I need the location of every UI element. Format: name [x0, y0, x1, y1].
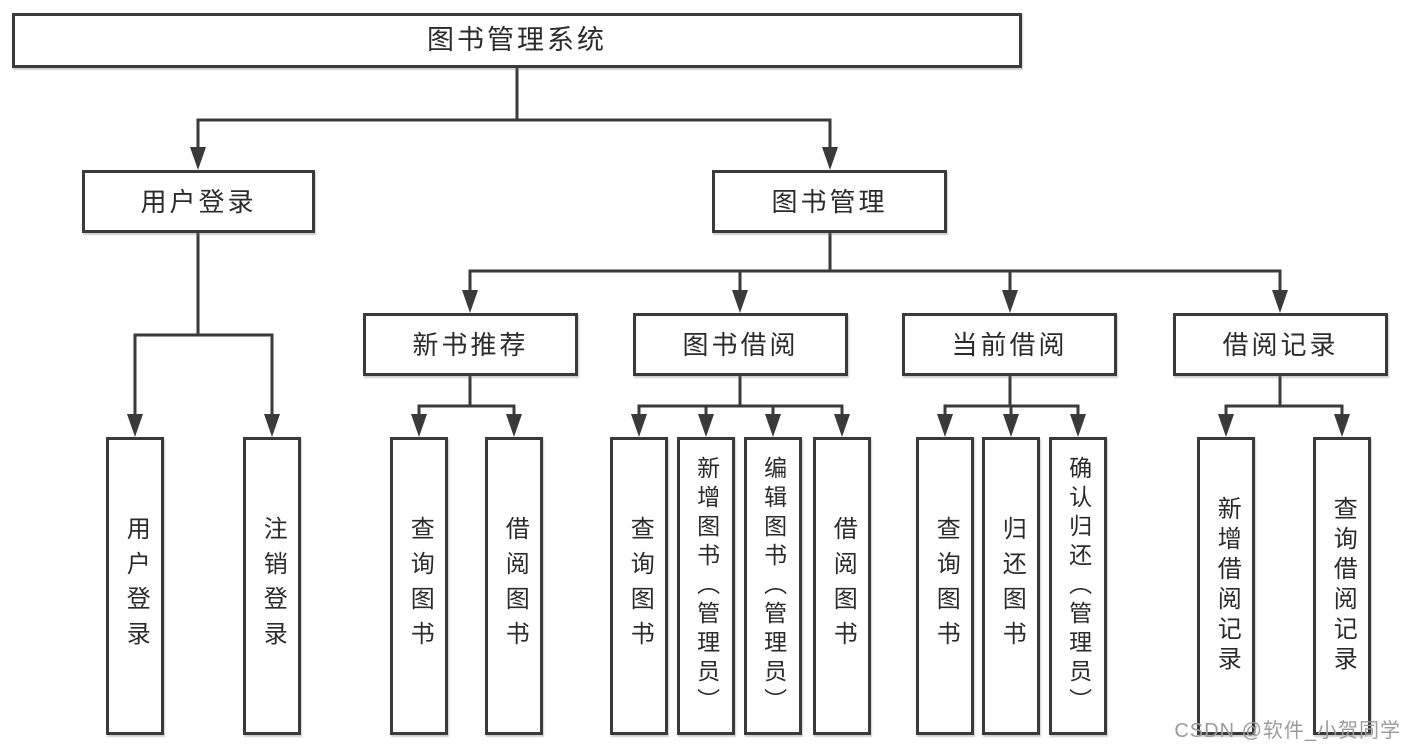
- leaf-edit-books-admin: 编辑图书（管理员）: [744, 437, 802, 735]
- node-borrow-records: 借阅记录: [1173, 313, 1388, 376]
- leaf-return-books: 归还图书: [982, 437, 1040, 735]
- leaf-borrow-books-2: 借阅图书: [813, 437, 871, 735]
- node-user-login-label: 用户登录: [140, 186, 257, 217]
- node-book-borrow: 图书借阅: [633, 313, 848, 376]
- node-current-borrow: 当前借阅: [902, 313, 1117, 376]
- leaf-add-borrow-record-label: 新增借阅记录: [1213, 496, 1241, 676]
- csdn-watermark: CSDN @软件_小贺同学: [1174, 720, 1401, 742]
- leaf-borrow-books-1: 借阅图书: [485, 437, 543, 735]
- node-new-book-recommend-label: 新书推荐: [412, 329, 529, 360]
- leaf-borrow-books-1-label: 借阅图书: [501, 516, 529, 656]
- leaf-add-books-admin-label: 新增图书（管理员）: [693, 455, 720, 717]
- leaf-confirm-return-admin-label: 确认归还（管理员）: [1065, 455, 1092, 717]
- leaf-query-books-3: 查询图书: [916, 437, 974, 735]
- node-book-borrow-label: 图书借阅: [682, 329, 799, 360]
- leaf-query-books-3-label: 查询图书: [932, 516, 960, 656]
- node-user-login: 用户登录: [82, 170, 315, 233]
- node-book-management: 图书管理: [712, 170, 947, 233]
- leaf-confirm-return-admin: 确认归还（管理员）: [1049, 437, 1107, 735]
- leaf-logout-label: 注销登录: [259, 516, 287, 656]
- leaf-user-login-label: 用户登录: [122, 516, 150, 656]
- node-root-label: 图书管理系统: [427, 25, 607, 55]
- node-new-book-recommend: 新书推荐: [363, 313, 578, 376]
- leaf-query-borrow-record-label: 查询借阅记录: [1329, 496, 1357, 676]
- node-borrow-records-label: 借阅记录: [1222, 329, 1339, 360]
- leaf-add-borrow-record: 新增借阅记录: [1197, 437, 1255, 735]
- node-book-management-label: 图书管理: [771, 186, 888, 217]
- node-current-borrow-label: 当前借阅: [951, 329, 1068, 360]
- leaf-edit-books-admin-label: 编辑图书（管理员）: [760, 455, 787, 717]
- leaf-query-books-2-label: 查询图书: [626, 516, 654, 656]
- leaf-query-books-2: 查询图书: [610, 437, 668, 735]
- leaf-query-books-1-label: 查询图书: [406, 516, 434, 656]
- leaf-logout: 注销登录: [243, 437, 301, 735]
- node-root: 图书管理系统: [12, 13, 1022, 68]
- leaf-add-books-admin: 新增图书（管理员）: [677, 437, 735, 735]
- leaf-user-login: 用户登录: [106, 437, 164, 735]
- leaf-query-books-1: 查询图书: [390, 437, 448, 735]
- leaf-borrow-books-2-label: 借阅图书: [829, 516, 857, 656]
- leaf-return-books-label: 归还图书: [998, 516, 1026, 656]
- leaf-query-borrow-record: 查询借阅记录: [1313, 437, 1371, 735]
